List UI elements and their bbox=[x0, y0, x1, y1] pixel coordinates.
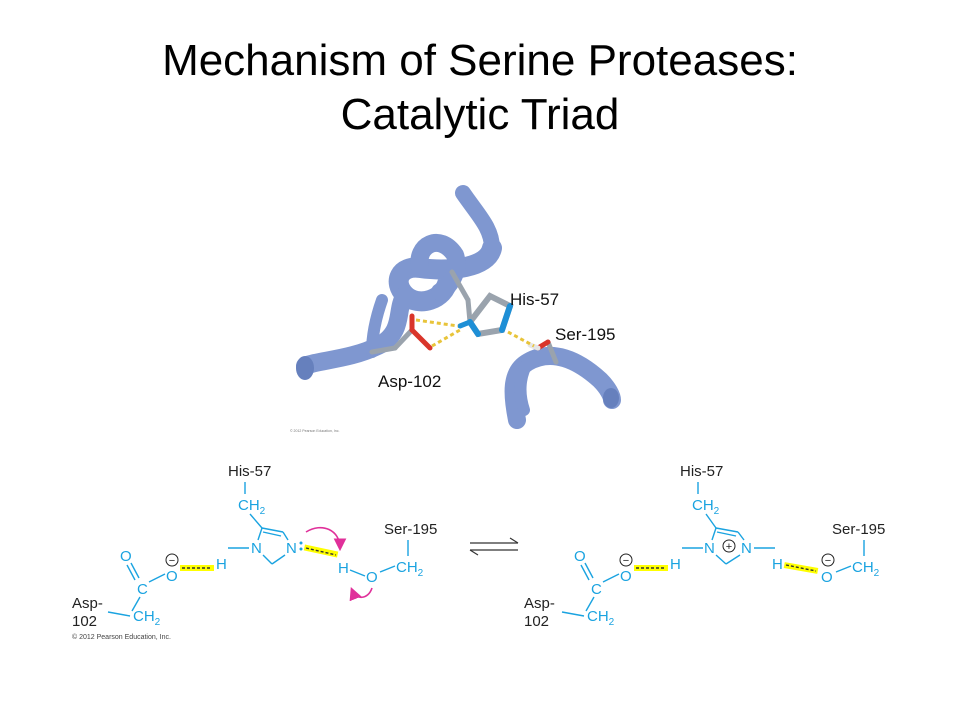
left-o-ser: O bbox=[366, 569, 378, 586]
label-his-57: His-57 bbox=[510, 290, 559, 309]
left-o-minus: O bbox=[166, 568, 178, 585]
right-his-ch2: CH2 bbox=[692, 497, 720, 517]
svg-text:+: + bbox=[726, 541, 732, 553]
right-ser-ch2: CH2 bbox=[852, 559, 880, 579]
minus-charge bbox=[165, 553, 179, 567]
title-line-1: Mechanism of Serine Proteases: bbox=[162, 36, 798, 85]
scheme-right: His-57 CH2 N N + H H O C O − CH2 Asp- bbox=[524, 463, 885, 630]
hbond-dashes bbox=[785, 564, 817, 572]
copyright-scheme: © 2012 Pearson Education, Inc. bbox=[72, 633, 171, 641]
ribbon-end bbox=[603, 388, 619, 408]
right-n1: N bbox=[704, 540, 715, 557]
ser-195-sidechain bbox=[527, 339, 559, 365]
label-ser-195: Ser-195 bbox=[555, 325, 615, 344]
hydrogen-bonds-3d bbox=[415, 318, 535, 348]
right-asp-number: 102 bbox=[524, 613, 549, 630]
right-n3: N bbox=[741, 540, 752, 557]
svg-text:−: − bbox=[169, 555, 175, 567]
asp-102-sidechain bbox=[369, 313, 433, 355]
left-his-label: His-57 bbox=[228, 463, 271, 480]
ribbon-end bbox=[296, 356, 314, 380]
right-imidazole-ring bbox=[711, 527, 745, 565]
left-o-double: O bbox=[120, 548, 132, 565]
left-asp-label: Asp- bbox=[72, 595, 103, 612]
left-asp-ch2: CH2 bbox=[133, 608, 161, 628]
left-h-his: H bbox=[216, 556, 227, 573]
right-asp-label: Asp- bbox=[524, 595, 555, 612]
right-asp-ch2: CH2 bbox=[587, 608, 615, 628]
equilibrium-arrow bbox=[469, 537, 519, 556]
left-h-ser: H bbox=[338, 560, 349, 577]
electron-arrow bbox=[305, 526, 347, 552]
right-o-double: O bbox=[574, 548, 586, 565]
left-c: C bbox=[137, 581, 148, 598]
right-o-asp: O bbox=[620, 568, 632, 585]
his-57-sidechain bbox=[449, 269, 514, 338]
left-ser-ch2: CH2 bbox=[396, 559, 424, 579]
minus-charge bbox=[821, 553, 835, 567]
copyright-3d: © 2012 Pearson Education, Inc. bbox=[290, 429, 339, 433]
svg-text:−: − bbox=[825, 555, 831, 567]
hbond-dashes bbox=[305, 547, 337, 556]
protein-structure-3d: His-57 Ser-195 Asp-102 © 2012 Pearson Ed… bbox=[290, 185, 621, 433]
left-n1: N bbox=[251, 540, 262, 557]
electron-arrow bbox=[349, 587, 373, 602]
right-o-ser: O bbox=[821, 569, 833, 586]
slide-title: Mechanism of Serine Proteases: Catalytic… bbox=[0, 34, 960, 142]
right-ser-label: Ser-195 bbox=[832, 521, 885, 538]
right-h2: H bbox=[772, 556, 783, 573]
left-n3: N bbox=[286, 540, 297, 557]
lone-pair-dot bbox=[299, 547, 303, 551]
title-line-2: Catalytic Triad bbox=[340, 90, 620, 139]
right-h1: H bbox=[670, 556, 681, 573]
right-his-label: His-57 bbox=[680, 463, 723, 480]
scheme-left: His-57 CH2 N N H O C O − CH2 Asp- 102 bbox=[72, 463, 437, 641]
left-asp-number: 102 bbox=[72, 613, 97, 630]
right-c: C bbox=[591, 581, 602, 598]
protein-ribbon bbox=[296, 185, 621, 429]
plus-charge bbox=[722, 539, 736, 553]
label-asp-102: Asp-102 bbox=[378, 372, 441, 391]
minus-charge bbox=[619, 553, 633, 567]
left-ser-label: Ser-195 bbox=[384, 521, 437, 538]
svg-text:−: − bbox=[623, 555, 629, 567]
lone-pair-dot bbox=[299, 541, 303, 545]
left-imidazole-ring bbox=[257, 527, 289, 565]
left-his-ch2: CH2 bbox=[238, 497, 266, 517]
